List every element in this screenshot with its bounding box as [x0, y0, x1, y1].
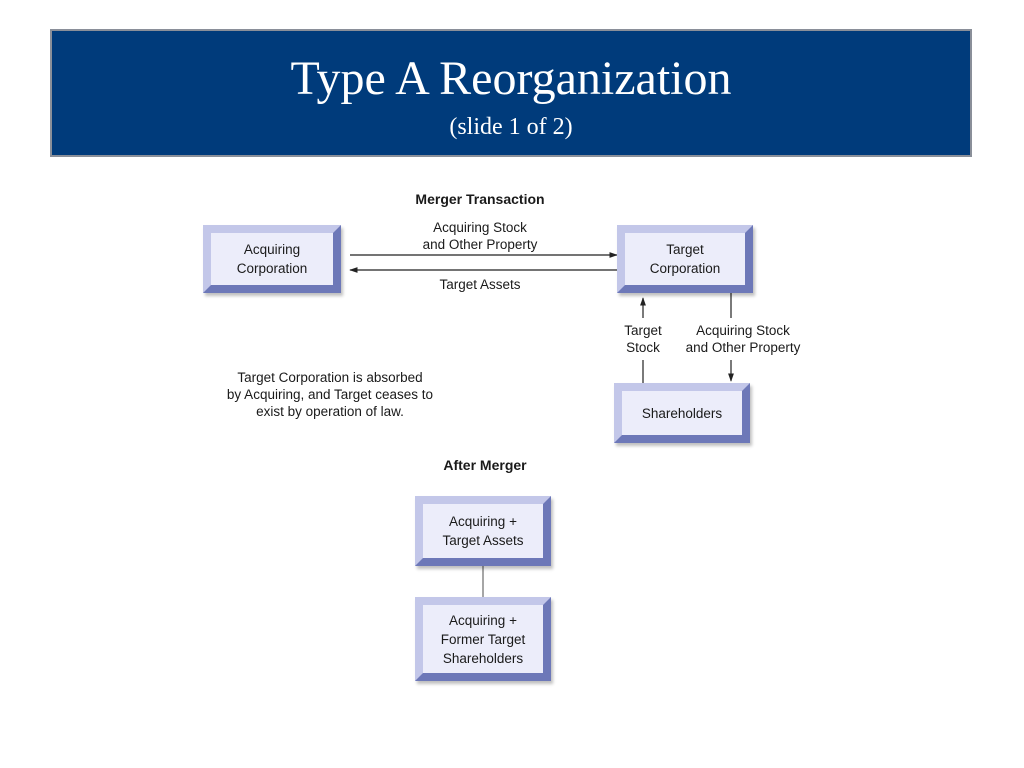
shareholders-label: Shareholders — [641, 405, 723, 421]
acquiring-target-assets-box: Acquiring + Target Assets — [415, 496, 551, 566]
title-banner: Type A Reorganization (slide 1 of 2) — [50, 29, 972, 157]
target-corporation-label: Target Corporation — [649, 242, 721, 276]
merger-transaction-heading: Merger Transaction — [415, 191, 545, 207]
target-corporation-box: Target Corporation — [617, 225, 753, 293]
target-stock-label: Target Stock — [624, 323, 662, 355]
acquiring-corporation-label: Acquiring Corporation — [236, 242, 308, 276]
slide-title: Type A Reorganization — [290, 52, 732, 105]
acquiring-former-shareholders-label: Acquiring + Former Target Shareholders — [440, 612, 526, 666]
shareholders-box: Shareholders — [614, 383, 750, 443]
absorption-note: Target Corporation is absorbed by Acquir… — [226, 370, 434, 419]
arrow-to-target-label: Acquiring Stock and Other Property — [422, 220, 538, 252]
acquiring-corporation-box: Acquiring Corporation — [203, 225, 341, 293]
slide-subtitle: (slide 1 of 2) — [449, 114, 573, 140]
acquiring-stock-label: Acquiring Stock and Other Property — [685, 323, 801, 355]
after-merger-heading: After Merger — [443, 457, 527, 473]
acquiring-target-assets-label: Acquiring + Target Assets — [442, 514, 524, 548]
acquiring-former-shareholders-box: Acquiring + Former Target Shareholders — [415, 597, 551, 681]
arrow-to-acquiring-label: Target Assets — [439, 277, 521, 292]
